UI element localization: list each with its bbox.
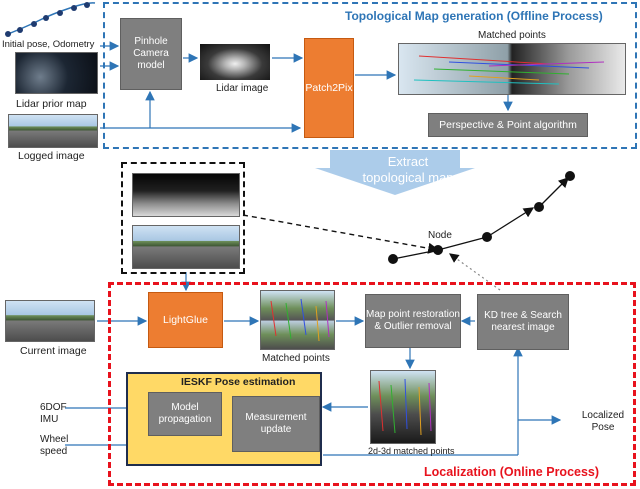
logged-image [8,114,98,148]
online-process-frame [108,282,636,486]
map-point-restoration-box: Map point restoration & Outlier removal [365,294,461,348]
offline-process-frame [103,2,637,149]
wheel-speed-label: Wheel speed [40,434,69,457]
matched-2d3d-image [370,370,436,444]
logged-image-label: Logged image [18,150,85,162]
lightglue-box: LightGlue [148,292,223,348]
node-camera-image [132,225,240,269]
initial-pose-label: Initial pose, Odometry [2,39,95,50]
lidar-image-label: Lidar image [216,83,269,94]
current-image-label: Current image [20,345,87,357]
perspective-point-box: Perspective & Point algorithm [428,113,588,137]
measurement-update-box: Measurement update [232,396,320,452]
imu-label: 6DOF IMU [40,402,67,425]
current-image [5,300,95,342]
node-label: Node [428,230,452,241]
matched-points-top-label: Matched points [478,30,546,41]
ieskf-title: IESKF Pose estimation [181,376,296,388]
lidar-image [200,44,270,80]
kd-tree-box: KD tree & Search nearest image [477,294,569,350]
matched-2d3d-label: 2d-3d matched points [368,446,455,456]
image-node-group-frame [121,162,245,274]
model-propagation-box: Model propagation [148,392,222,436]
patch2pix-box: Patch2Pix [304,38,354,138]
pinhole-camera-box: Pinhole Camera model [120,18,182,90]
online-process-title: Localization (Online Process) [424,465,600,479]
offline-process-title: Topological Map generation (Offline Proc… [345,9,603,23]
extract-topological-label: Extract topological map [362,154,454,185]
matched-points-bottom-image [260,290,335,350]
matched-points-top-image [398,43,626,95]
lidar-prior-map-image [15,52,98,94]
lidar-prior-label: Lidar prior map [16,98,87,110]
matched-points-bottom-label: Matched points [262,353,330,364]
depth-image [132,173,240,217]
localized-pose-label: Localized Pose [581,410,625,433]
